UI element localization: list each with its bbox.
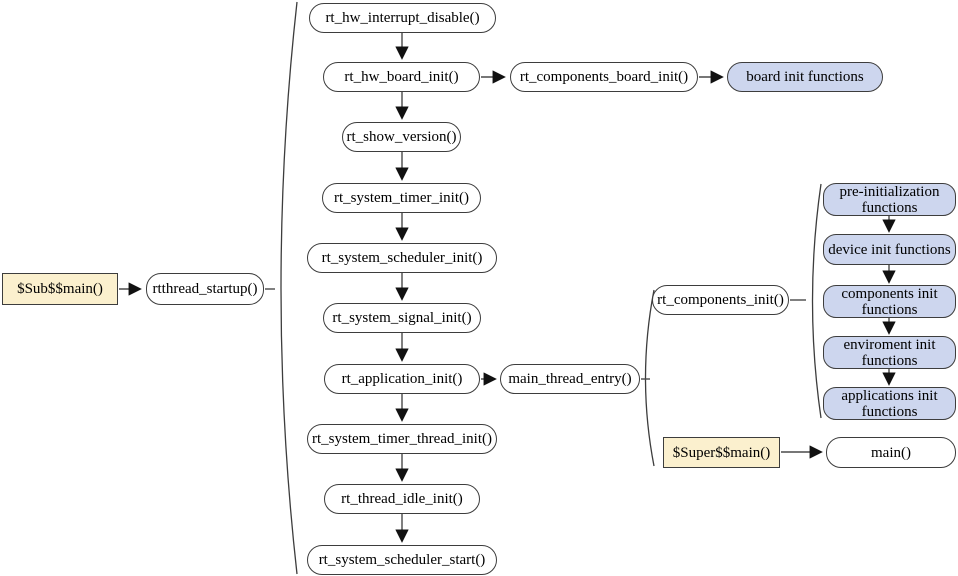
node-rt-system-scheduler-start: rt_system_scheduler_start() — [307, 545, 497, 575]
node-sub-main: $Sub$$main() — [2, 273, 118, 305]
node-main: main() — [826, 437, 956, 468]
node-rt-system-signal-init: rt_system_signal_init() — [323, 303, 481, 333]
horizontal-connectors — [119, 70, 823, 459]
node-board-init-functions: board init functions — [727, 62, 883, 92]
startup-group-brace — [280, 1, 298, 575]
node-rt-hw-interrupt-disable: rt_hw_interrupt_disable() — [309, 3, 496, 33]
node-rt-system-timer-init: rt_system_timer_init() — [322, 183, 481, 213]
node-components-init-functions: components init functions — [823, 285, 956, 318]
node-enviroment-init-functions: enviroment init functions — [823, 336, 956, 369]
node-rt-show-version: rt_show_version() — [342, 122, 461, 152]
node-rt-components-init: rt_components_init() — [652, 285, 789, 315]
node-rt-application-init: rt_application_init() — [324, 364, 480, 394]
node-applications-init-functions: applications init functions — [823, 387, 956, 420]
node-pre-initialization-functions: pre-initialization functions — [823, 183, 956, 216]
node-device-init-functions: device init functions — [823, 234, 956, 265]
node-rt-hw-board-init: rt_hw_board_init() — [323, 62, 480, 92]
node-rt-system-timer-thread-init: rt_system_timer_thread_init() — [307, 424, 497, 454]
node-main-thread-entry: main_thread_entry() — [500, 364, 640, 394]
node-rt-thread-idle-init: rt_thread_idle_init() — [324, 484, 480, 514]
components-group-brace — [811, 183, 822, 419]
node-super-main: $Super$$main() — [663, 437, 780, 468]
main-thread-group-brace — [644, 289, 655, 467]
node-rt-components-board-init: rt_components_board_init() — [510, 62, 698, 92]
node-rtthread-startup: rtthread_startup() — [146, 273, 264, 305]
node-rt-system-scheduler-init: rt_system_scheduler_init() — [307, 243, 497, 273]
